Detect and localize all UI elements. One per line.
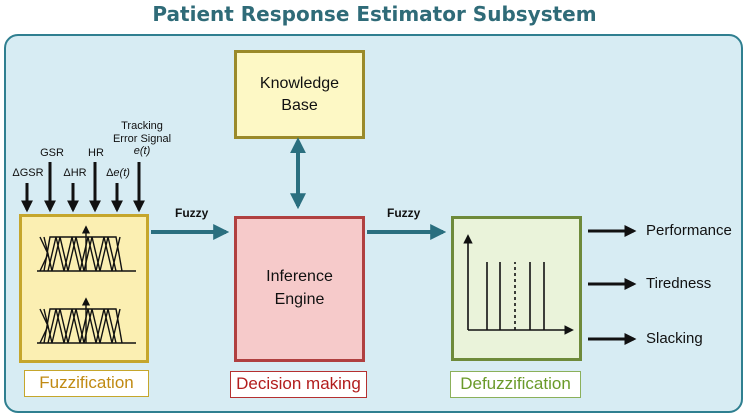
decision-making-caption: Decision making — [230, 371, 367, 398]
connectors — [151, 137, 447, 240]
input-label-dhr: ΔHR — [63, 167, 87, 179]
tracking-line-3: e(t) — [133, 145, 151, 158]
output-label-performance: Performance — [646, 222, 732, 239]
membership-plot-upper — [37, 225, 136, 272]
inference-engine-line-2: Engine — [274, 291, 325, 308]
defuzzification-caption: Defuzzification — [450, 371, 581, 398]
fuzzy-label-right: Fuzzy — [387, 206, 421, 220]
membership-plot-lower — [37, 297, 136, 344]
output-arrows — [588, 225, 637, 345]
defuzzification-plot — [463, 234, 574, 335]
fuzzy-label-left: Fuzzy — [175, 206, 209, 220]
input-label-hr: HR — [88, 147, 104, 159]
defuzzification-block — [451, 216, 582, 361]
input-label-tracking: Tracking Error Signal e(t) — [106, 120, 178, 158]
output-label-slacking: Slacking — [646, 330, 703, 347]
output-label-tiredness: Tiredness — [646, 275, 712, 292]
input-label-de: Δe(t) — [106, 167, 130, 179]
input-label-dgsr: ΔGSR — [12, 167, 44, 179]
inference-engine-block: Inference Engine — [234, 216, 365, 362]
tracking-line-1: Tracking — [121, 120, 163, 132]
knowledge-base-block: Knowledge Base — [234, 50, 365, 139]
input-arrows — [21, 162, 145, 213]
tracking-line-2: Error Signal — [112, 132, 172, 145]
inference-engine-line-1: Inference — [266, 268, 333, 285]
input-label-gsr: GSR — [40, 147, 64, 159]
fuzzification-caption: Fuzzification — [24, 370, 149, 397]
diagram-title: Patient Response Estimator Subsystem — [152, 2, 597, 26]
knowledge-base-line-2: Base — [281, 97, 318, 114]
knowledge-base-line-1: Knowledge — [259, 75, 340, 92]
